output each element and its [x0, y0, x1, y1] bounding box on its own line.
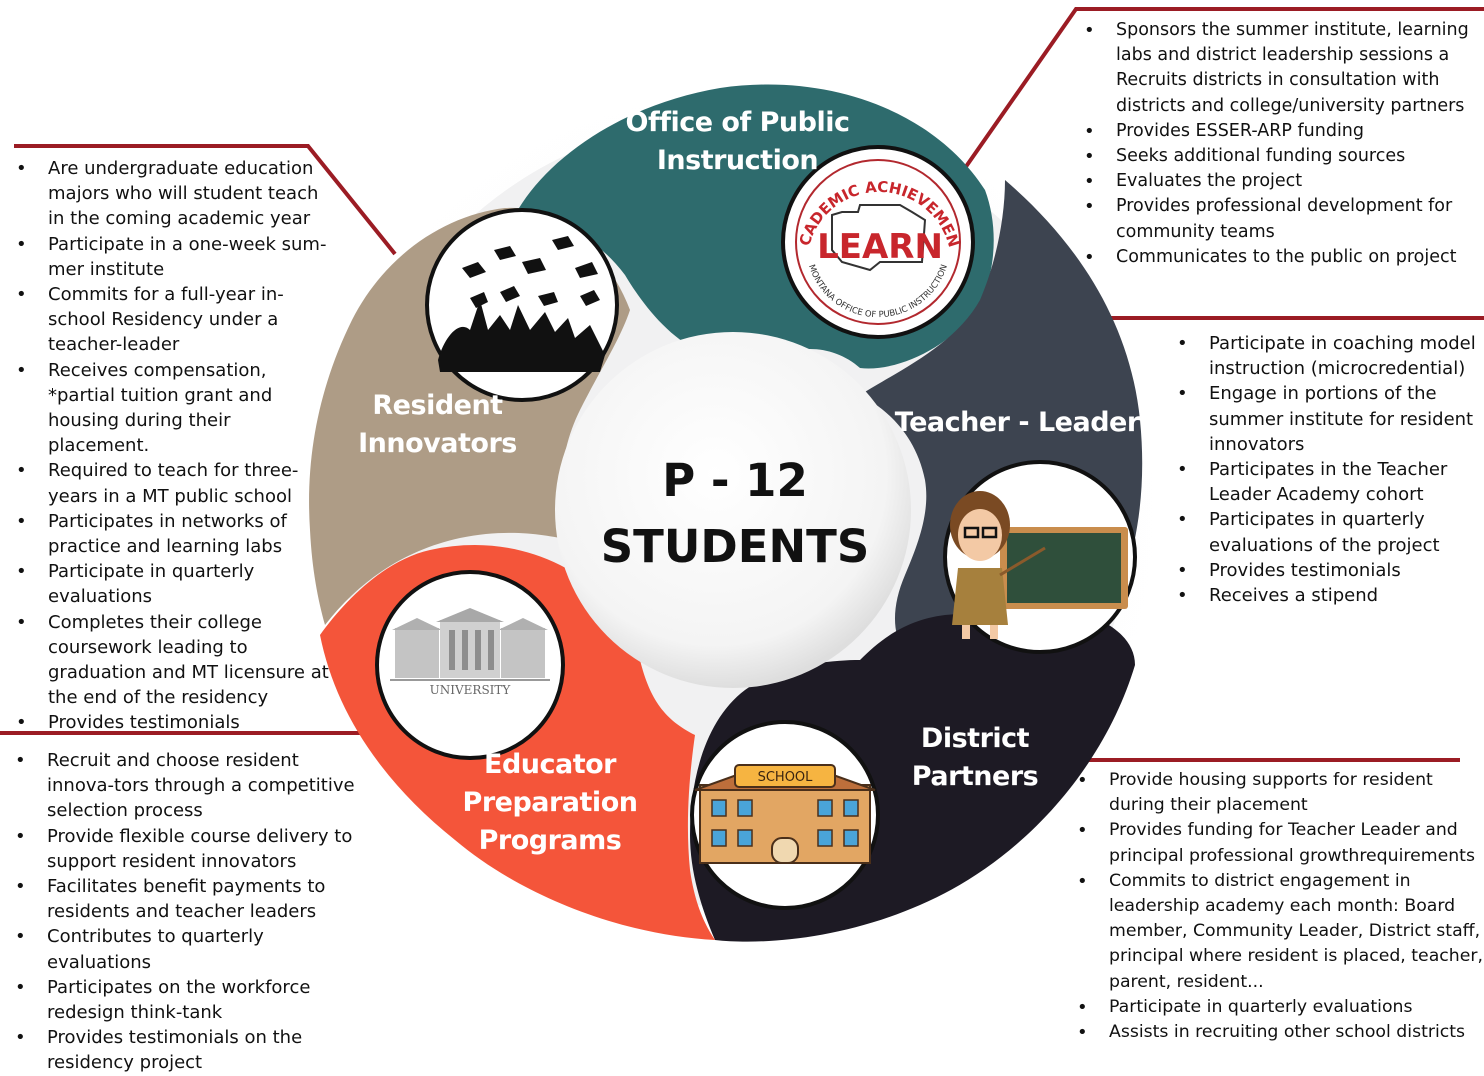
teacher-at-chalkboard-icon — [943, 460, 1137, 654]
list-item: Commits for a full-year in-school Reside… — [14, 282, 332, 358]
list-item: Participate in a one-week sum-mer instit… — [14, 232, 332, 282]
segment-label-resident-innovators: Resident Innovators — [358, 390, 517, 459]
list-item: Provide housing supports for resident du… — [1075, 768, 1484, 818]
educator-preparation-list: Recruit and choose resident innova-tors … — [13, 748, 365, 1076]
list-item: Receives a stipend — [1175, 583, 1480, 608]
list-item: Recruit and choose resident innova-tors … — [13, 748, 365, 824]
center-line-2: STUDENTS — [600, 520, 870, 573]
cycle-diagram: LEARN ACADEMIC ACHIEVEMENT MONTANA OFFIC… — [0, 0, 1484, 985]
logo-main-text: LEARN — [817, 227, 943, 267]
list-item: Evaluates the project — [1082, 169, 1477, 194]
list-item: Communicates to the public on project — [1082, 245, 1477, 270]
segment-label-epp: Educator Preparation Programs — [462, 749, 638, 856]
list-item: Provides funding for Teacher Leader and … — [1075, 818, 1484, 868]
list-item: Participates in the Teacher Leader Acade… — [1175, 457, 1480, 507]
school-building-icon: SCHOOL — [690, 720, 880, 910]
list-item: Provides testimonials on the residency p… — [13, 1025, 365, 1075]
list-item: Sponsors the summer institute, learning … — [1082, 18, 1477, 119]
segment-label-teacher-leaders: Teacher - Leaders — [894, 407, 1156, 438]
resident-innovators-list: Are undergraduate education majors who w… — [14, 156, 332, 736]
segment-label-opi: Office of Public Instruction — [625, 107, 850, 176]
list-item: Participates on the workforce redesign t… — [13, 975, 365, 1025]
list-item: Participate in quarterly evaluations — [14, 559, 332, 609]
university-building-icon: UNIVERSITY — [375, 570, 565, 760]
district-partners-list: Provide housing supports for resident du… — [1075, 768, 1484, 1045]
list-item: Provides testimonials — [14, 710, 332, 735]
list-item: Required to teach for three-years in a M… — [14, 458, 332, 508]
list-item: Receives compensation, *partial tuition … — [14, 358, 332, 459]
list-item: Commits to district engagement in leader… — [1075, 869, 1484, 995]
teacher-leaders-list: Participate in coaching model instructio… — [1175, 331, 1480, 608]
segment-label-district-partners: District Partners — [911, 723, 1039, 792]
list-item: Provide flexible course delivery to supp… — [13, 824, 365, 874]
list-item: Provides professional development for co… — [1082, 194, 1477, 244]
school-text: SCHOOL — [758, 770, 814, 785]
list-item: Engage in portions of the summer institu… — [1175, 381, 1480, 457]
center-line-1: P - 12 — [662, 454, 808, 507]
list-item: Contributes to quarterly evaluations — [13, 924, 365, 974]
list-item: Participate in coaching model instructio… — [1175, 331, 1480, 381]
university-text: UNIVERSITY — [430, 683, 512, 697]
center-title: P - 12 STUDENTS — [570, 448, 900, 580]
list-item: Seeks additional funding sources — [1082, 144, 1477, 169]
list-item: Provides ESSER-ARP funding — [1082, 119, 1477, 144]
center-disc — [555, 332, 911, 688]
list-item: Participate in quarterly evaluations — [1075, 995, 1484, 1020]
list-item: Participates in networks of practice and… — [14, 509, 332, 559]
connector-opi — [963, 7, 1484, 170]
list-item: Are undergraduate education majors who w… — [14, 156, 332, 232]
list-item: Completes their college coursework leadi… — [14, 610, 332, 711]
list-item: Facilitates benefit payments to resident… — [13, 874, 365, 924]
list-item: Participates in quarterly evaluations of… — [1175, 507, 1480, 557]
opi-responsibilities-list: Sponsors the summer institute, learning … — [1082, 18, 1477, 270]
graduates-silhouette-icon — [425, 208, 619, 402]
connector-resident — [14, 144, 397, 256]
list-item: Assists in recruiting other school distr… — [1075, 1020, 1484, 1045]
list-item: Provides testimonials — [1175, 558, 1480, 583]
